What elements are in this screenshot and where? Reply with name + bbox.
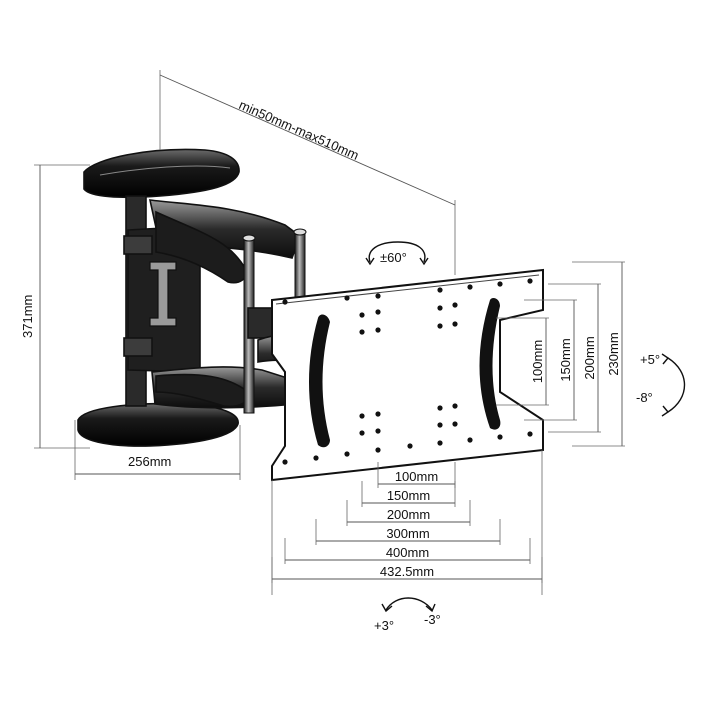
mounting-hole bbox=[452, 321, 458, 327]
mounting-hole bbox=[452, 302, 458, 308]
vesa-horizontal-label: 300mm bbox=[386, 526, 429, 541]
wall-plate-i-cutout bbox=[149, 261, 177, 327]
vesa-vertical-dim-v150: 150mm bbox=[524, 299, 577, 421]
mounting-hole bbox=[375, 327, 381, 333]
vesa-slot-left bbox=[309, 314, 330, 448]
mounting-hole bbox=[282, 299, 288, 305]
vesa-horizontal-dim-h150: 150mm bbox=[361, 481, 456, 507]
extension-label: min50mm-max510mm bbox=[237, 97, 361, 163]
mounting-hole bbox=[437, 405, 443, 411]
rotation-negative-label: -3° bbox=[424, 612, 441, 627]
mounting-hole bbox=[359, 312, 365, 318]
mounting-hole bbox=[375, 309, 381, 315]
mounting-hole bbox=[527, 278, 533, 284]
mounting-hole bbox=[407, 443, 413, 449]
wall-plate-bottom-pad bbox=[77, 402, 239, 447]
depth-label: 256mm bbox=[128, 454, 171, 469]
vesa-horizontal-label: 150mm bbox=[387, 488, 430, 503]
rotation-arrow-icon bbox=[385, 597, 433, 611]
vesa-horizontal-label: 400mm bbox=[386, 545, 429, 560]
mounting-hole bbox=[359, 413, 365, 419]
vesa-horizontal-label: 200mm bbox=[387, 507, 430, 522]
mounting-hole bbox=[437, 287, 443, 293]
vesa-horizontal-dim-h200: 200mm bbox=[346, 500, 471, 526]
mounting-hole bbox=[375, 411, 381, 417]
vesa-horizontal-dim-h432: 432.5mm bbox=[271, 557, 543, 583]
vesa-horizontal-dimensions: 100mm 150mm 200mm 300mm 400mm 432.5mm bbox=[271, 450, 543, 595]
vesa-vertical-dim-v100: 100mm bbox=[496, 317, 549, 406]
swivel-label: ±60° bbox=[380, 250, 407, 265]
vesa-vertical-dim-v230: 230mm bbox=[572, 261, 625, 447]
tilt-down-label: -8° bbox=[636, 390, 653, 405]
vesa-horizontal-dim-h300: 300mm bbox=[315, 519, 501, 545]
vesa-horizontal-dim-h400: 400mm bbox=[284, 538, 531, 564]
vesa-mounting-holes bbox=[282, 278, 533, 465]
mounting-hole bbox=[467, 437, 473, 443]
vesa-vertical-label: 230mm bbox=[606, 332, 621, 375]
mounting-hole bbox=[375, 428, 381, 434]
vesa-vertical-label: 100mm bbox=[530, 340, 545, 383]
swivel-arrow-icon bbox=[368, 241, 426, 263]
tilt-up-label: +5° bbox=[640, 352, 660, 367]
mounting-hole bbox=[497, 434, 503, 440]
vesa-horizontal-label: 100mm bbox=[395, 469, 438, 484]
mounting-hole bbox=[282, 459, 288, 465]
mounting-hole bbox=[437, 440, 443, 446]
vesa-plate bbox=[271, 268, 544, 482]
mounting-hole bbox=[437, 305, 443, 311]
mounting-hole bbox=[313, 455, 319, 461]
mounting-hole bbox=[527, 431, 533, 437]
vesa-vertical-dimensions: 100mm 150mm 200mm 230mm bbox=[496, 261, 625, 447]
tilt-indicator: +5° -8° bbox=[636, 352, 685, 417]
mounting-hole bbox=[344, 451, 350, 457]
mounting-hole bbox=[452, 403, 458, 409]
tilt-arrow-icon bbox=[667, 357, 685, 413]
height-label: 371mm bbox=[20, 295, 35, 338]
depth-dimension: 256mm bbox=[74, 420, 241, 480]
mounting-hole bbox=[359, 430, 365, 436]
mounting-hole bbox=[375, 293, 381, 299]
vesa-slot-right bbox=[479, 298, 501, 430]
mounting-hole bbox=[497, 281, 503, 287]
vesa-vertical-label: 200mm bbox=[582, 336, 597, 379]
vesa-vertical-label: 150mm bbox=[558, 338, 573, 381]
swivel-indicator: ±60° bbox=[365, 241, 429, 266]
rotation-indicator: +3° -3° bbox=[374, 597, 441, 633]
mounting-hole bbox=[344, 295, 350, 301]
mounting-hole bbox=[437, 422, 443, 428]
wall-plate-top-pad bbox=[83, 148, 240, 199]
height-dimension: 371mm bbox=[20, 164, 90, 449]
mounting-hole bbox=[437, 323, 443, 329]
mounting-hole bbox=[467, 284, 473, 290]
vesa-horizontal-label: 432.5mm bbox=[380, 564, 434, 579]
vesa-vertical-dim-v200: 200mm bbox=[548, 283, 601, 433]
vesa-plate-body bbox=[271, 268, 544, 482]
mounting-hole bbox=[452, 421, 458, 427]
rotation-positive-label: +3° bbox=[374, 618, 394, 633]
mounting-hole bbox=[375, 447, 381, 453]
mounting-hole bbox=[359, 329, 365, 335]
